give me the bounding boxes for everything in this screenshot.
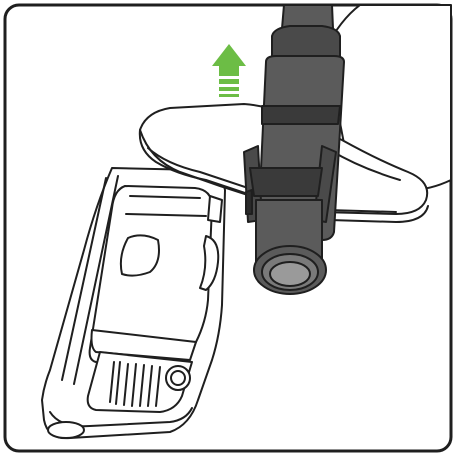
arrow-stripe-1 bbox=[219, 79, 239, 84]
floorhead-wheel bbox=[48, 422, 84, 438]
tube-latch bbox=[246, 190, 252, 214]
tube-band bbox=[262, 106, 340, 124]
brushroll-endcap-inner bbox=[171, 371, 185, 385]
tube-bracket bbox=[250, 168, 322, 196]
arrow-stripe-3 bbox=[219, 94, 239, 97]
floorhead-window bbox=[121, 235, 159, 275]
floorhead-latch bbox=[208, 196, 222, 222]
arrow-stripe-2 bbox=[219, 87, 239, 91]
tube-opening-inner bbox=[270, 262, 310, 286]
arrow-shaft bbox=[219, 66, 239, 76]
